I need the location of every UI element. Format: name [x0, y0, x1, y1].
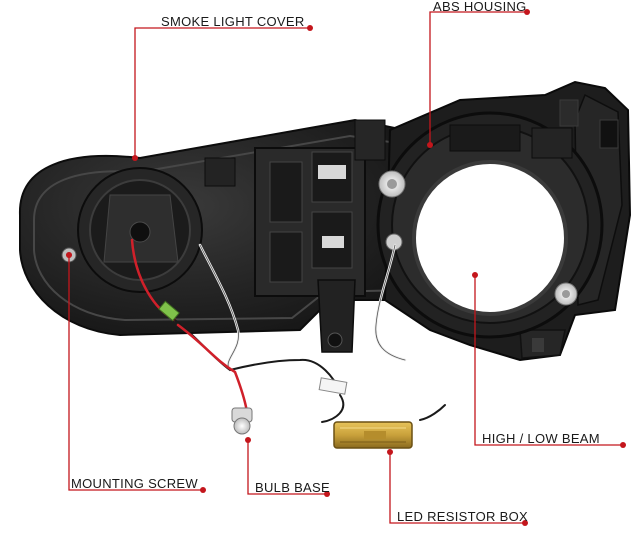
wire-harness	[130, 238, 446, 423]
leader-resistor	[389, 452, 525, 524]
label-bulb-base: BULB BASE	[255, 480, 330, 495]
high-low-beam-ring	[376, 111, 604, 339]
label-led-resistor-box: LED RESISTOR BOX	[397, 509, 528, 524]
dot-screw	[200, 487, 206, 493]
leader-lines	[68, 11, 623, 524]
dot-bulb	[324, 491, 330, 497]
dot-abs-end	[427, 142, 433, 148]
leader-bulb	[247, 440, 327, 495]
dot-resistor-end	[387, 449, 393, 455]
label-mounting-screw: MOUNTING SCREW	[71, 476, 198, 491]
leader-dots	[66, 9, 626, 526]
led-resistor-box-part	[333, 421, 413, 449]
leader-screw	[68, 255, 203, 491]
dot-abs	[524, 9, 530, 15]
leader-beam	[474, 275, 623, 446]
leader-smoke	[134, 27, 310, 158]
dot-resistor	[522, 520, 528, 526]
label-abs-housing: ABS HOUSING	[433, 0, 527, 14]
adjuster-bolts	[378, 170, 578, 306]
dot-smoke-end	[132, 155, 138, 161]
label-high-low-beam: HIGH / LOW BEAM	[482, 431, 600, 446]
bulb-base-part	[231, 407, 253, 435]
leader-abs	[429, 11, 527, 145]
dot-bulb-end	[245, 437, 251, 443]
dot-beam-end	[472, 272, 478, 278]
dot-smoke	[307, 25, 313, 31]
rear-ribs	[204, 119, 386, 353]
label-smoke-light-cover: SMOKE LIGHT COVER	[161, 14, 305, 29]
dot-screw-end	[66, 252, 72, 258]
dot-beam	[620, 442, 626, 448]
low-beam-socket	[77, 167, 203, 293]
